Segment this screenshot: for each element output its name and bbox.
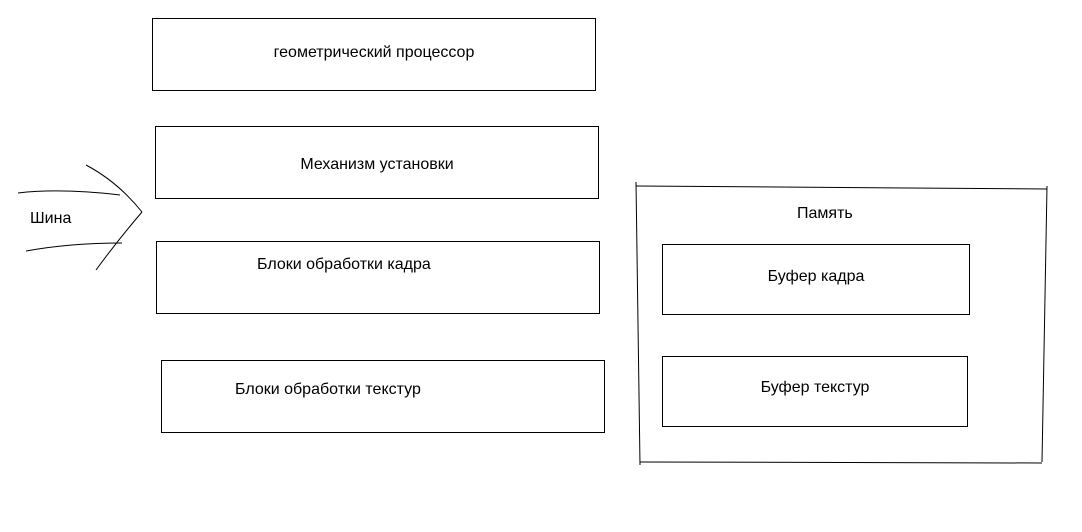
bus-label: Шина [30,210,72,227]
texture-processing-label: Блоки обработки текстур [235,381,421,398]
frame-buffer-label: Буфер кадра [767,268,865,285]
frame-processing-label: Блоки обработки кадра [257,256,431,273]
frame-processing-block: Блоки обработки кадра [156,241,600,314]
memory-title: Память [797,205,853,222]
geometry-processor-block: геометрический процессор [152,18,596,91]
frame-buffer-block: Буфер кадра [662,244,970,315]
setup-engine-block: Механизм установки [155,126,599,199]
texture-processing-block: Блоки обработки текстур [161,360,605,433]
texture-buffer-label: Буфер текстур [760,379,870,396]
texture-buffer-block: Буфер текстур [662,356,968,427]
geometry-processor-label: геометрический процессор [273,44,475,61]
setup-engine-label: Механизм установки [300,156,454,173]
bus-arrow-icon [17,164,143,271]
